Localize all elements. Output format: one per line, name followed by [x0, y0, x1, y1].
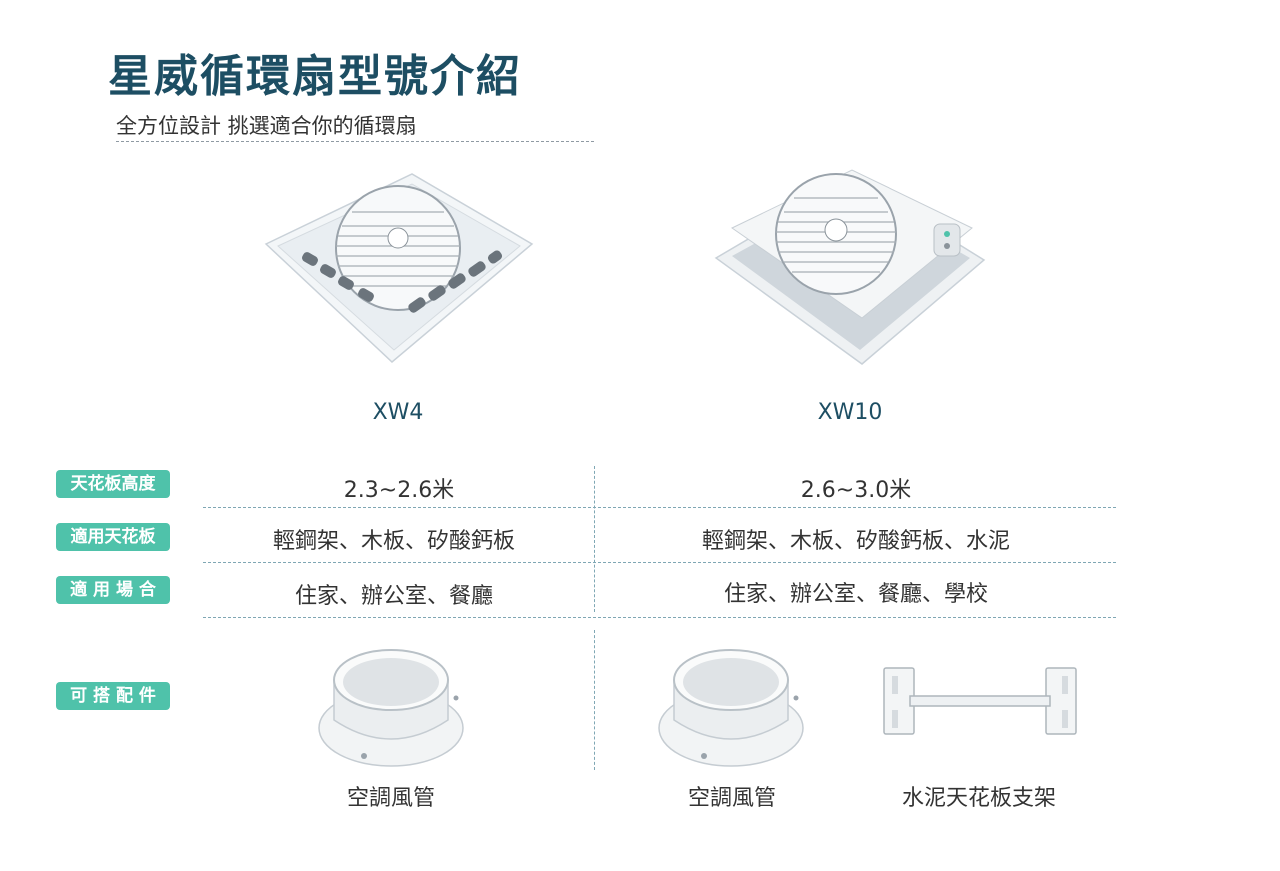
- row-divider-2: [203, 562, 1116, 563]
- column-divider-specs: [594, 466, 595, 612]
- xw10-accessory-air-duct: 空調風管: [687, 786, 776, 811]
- row-divider-3: [203, 617, 1116, 618]
- xw4-accessory-air-duct: 空調風管: [346, 786, 435, 811]
- xw10-venue: 住家、辦公室、餐廳、學校: [723, 582, 988, 607]
- page-title: 星威循環扇型號介紹: [108, 51, 522, 102]
- xw4-ceiling-type: 輕鋼架、木板、矽酸鈣板: [272, 529, 515, 554]
- label-ceiling-height: 天花板高度: [56, 470, 170, 498]
- title-divider: [116, 141, 594, 142]
- label-applicable-venue: 適 用 場 合: [56, 576, 170, 604]
- concrete-ceiling-bracket-image: [883, 667, 1077, 735]
- xw4-ceiling-height: 2.3~2.6米: [343, 478, 455, 503]
- model-xw10: XW10: [817, 400, 883, 425]
- label-ceiling-type: 適用天花板: [56, 523, 170, 551]
- column-divider-accessories: [594, 630, 595, 770]
- xw4-venue: 住家、辦公室、餐廳: [294, 584, 493, 609]
- xw10-air-duct-image: [658, 649, 804, 767]
- xw10-ceiling-height: 2.6~3.0米: [800, 478, 912, 503]
- xw4-fan-image: [264, 173, 534, 364]
- label-accessories: 可 搭 配 件: [56, 682, 170, 710]
- xw4-air-duct-image: [318, 649, 464, 767]
- xw10-fan-image: [714, 169, 986, 365]
- row-divider-1: [203, 507, 1116, 508]
- model-xw4: XW4: [372, 400, 424, 425]
- page-subtitle: 全方位設計 挑選適合你的循環扇: [116, 114, 417, 138]
- xw10-accessory-bracket: 水泥天花板支架: [901, 786, 1056, 811]
- xw10-ceiling-type: 輕鋼架、木板、矽酸鈣板、水泥: [701, 529, 1010, 554]
